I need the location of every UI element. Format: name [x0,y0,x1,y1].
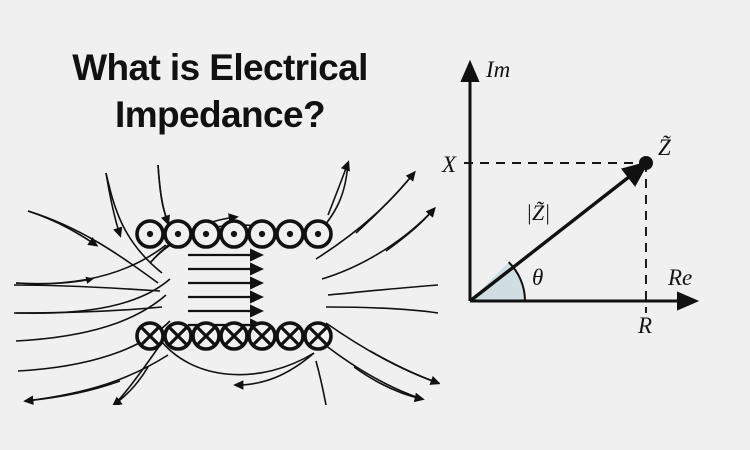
page-title: What is Electrical Impedance? [20,44,420,139]
field-line-arrow-seg [369,350,440,385]
phase-angle-label: θ [532,265,543,290]
field-line [327,284,439,296]
page-title-line-1: What is Electrical [72,47,368,88]
field-line-arrow-seg [353,366,425,403]
angle-arc [507,261,526,302]
current-out-dot-icon [202,230,210,238]
reactance-label: X [441,152,457,177]
current-out-dot-icon [258,230,266,238]
field-line-bottom-arc [157,336,315,376]
field-line-arrow-seg [105,172,123,238]
field-line [15,244,167,285]
resistance-label: R [637,313,652,338]
projection-lines [464,162,647,313]
field-line [325,322,439,384]
field-line [15,294,167,342]
field-line [319,340,423,400]
field-line-arrow-seg [385,206,436,252]
solenoid-magnetic-field-figure [10,155,440,405]
impedance-phasor-figure: Im Re X R Z̃ |Z̃| θ [430,45,740,345]
field-line [25,354,169,402]
current-in-cross-icon [308,326,328,346]
current-out-dot-icon [146,230,154,238]
field-line-arrow-seg [23,380,121,405]
field-line-arrow-seg [15,276,94,285]
field-line-arrow-seg [355,170,416,234]
impedance-point-label: Z̃ [658,134,672,160]
field-line-arrow-seg [157,164,170,226]
current-out-dot-icon [174,230,182,238]
coil-row-current-into-page [135,321,333,351]
impedance-vector [468,160,650,303]
field-line-bottom-arc-arrow [233,352,315,390]
current-in-cross-icon [196,326,216,346]
imaginary-axis-label: Im [485,57,510,82]
field-line [27,210,159,284]
current-in-cross-icon [168,326,188,346]
current-in-cross-icon [224,326,244,346]
impedance-point-marker [639,156,653,170]
current-in-crosses [140,326,328,346]
field-line-arrow-seg [111,366,149,405]
interior-field-lines [188,248,264,332]
current-out-dot-icon [286,230,294,238]
page-title-line-2: Impedance? [115,94,326,136]
field-line [13,284,161,292]
field-line [113,344,161,405]
impedance-magnitude-label: |Z̃| [526,200,550,225]
field-line [315,360,327,405]
current-out-dot-icon [314,230,322,238]
current-in-cross-icon [252,326,272,346]
field-line [325,306,439,314]
real-axis-label: Re [667,265,692,290]
current-in-cross-icon [140,326,160,346]
field-line-arrow-seg [327,160,350,216]
current-out-dots [146,230,322,238]
coil-row-current-out-of-page [135,219,333,249]
field-line-arrow-seg [27,210,99,247]
current-out-dot-icon [230,230,238,238]
current-in-cross-icon [280,326,300,346]
axes [460,59,700,311]
